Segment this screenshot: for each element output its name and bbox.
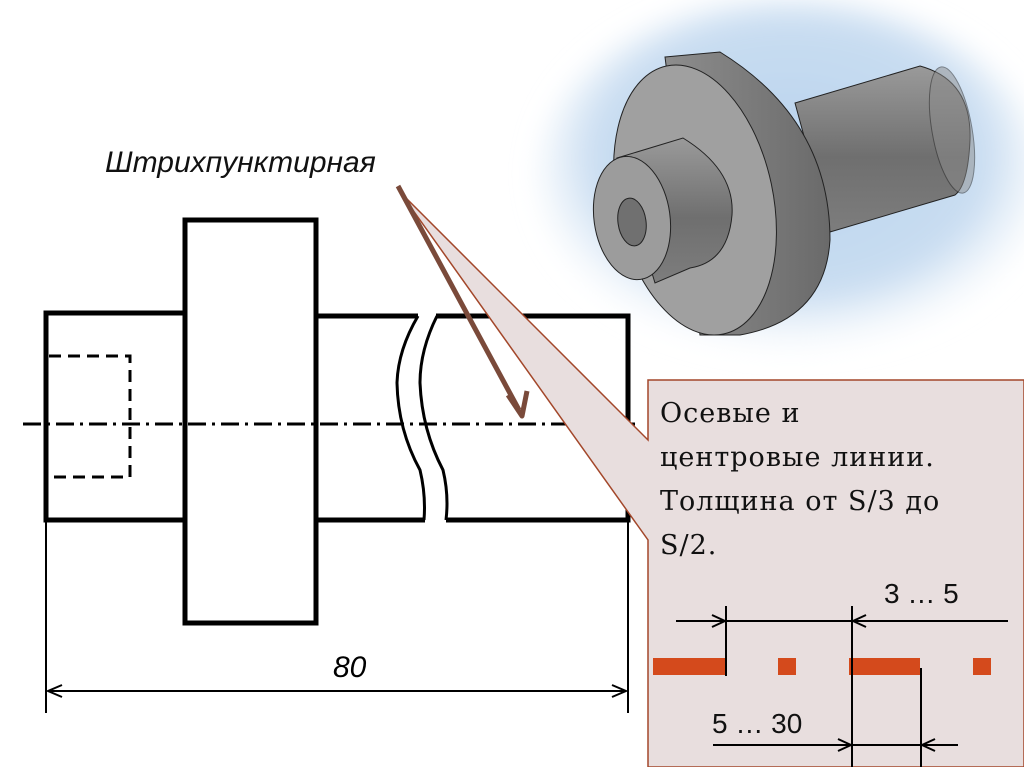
technical-drawing <box>23 217 640 713</box>
callout-line: S/2. <box>660 530 718 561</box>
shaft-left-outline <box>43 310 185 523</box>
pattern-dash <box>849 658 920 675</box>
pattern-dot <box>778 658 796 675</box>
dimension-arrow-right <box>611 684 629 698</box>
pattern-dash <box>653 658 725 675</box>
spacing-arrow-right <box>850 614 867 628</box>
line-type-title: Штрихпунктирная <box>105 146 376 179</box>
pattern-dot <box>973 658 991 675</box>
dash-length-label: 5 … 30 <box>712 708 802 739</box>
shaft-right-outline <box>436 313 631 523</box>
callout-line: центровые линии. <box>660 442 935 473</box>
render-hole <box>617 197 647 247</box>
spacing-arrow-left <box>711 614 728 628</box>
dot-spacing-label: 3 … 5 <box>884 578 959 609</box>
render-shaft-end <box>928 66 976 194</box>
dimension-arrow-left <box>45 684 63 698</box>
dash-arrow-left <box>837 738 854 752</box>
flange-outline <box>182 217 319 626</box>
callout-line: Осевые и <box>660 398 801 429</box>
pointer-arrow <box>395 184 530 419</box>
callout-text: Осевые и центровые линии. Толщина от S/3… <box>660 392 1020 568</box>
callout-box <box>399 191 1024 767</box>
render-3d-model <box>540 0 1024 350</box>
dash-arrow-right <box>919 738 936 752</box>
break-line-left <box>395 315 426 521</box>
hidden-hole-outline <box>49 354 132 479</box>
callout-line: Толщина от S/3 до <box>660 486 941 517</box>
pattern-illustration: 3 … 5 5 … 30 <box>653 578 1008 767</box>
dimension-label: 80 <box>333 651 367 684</box>
